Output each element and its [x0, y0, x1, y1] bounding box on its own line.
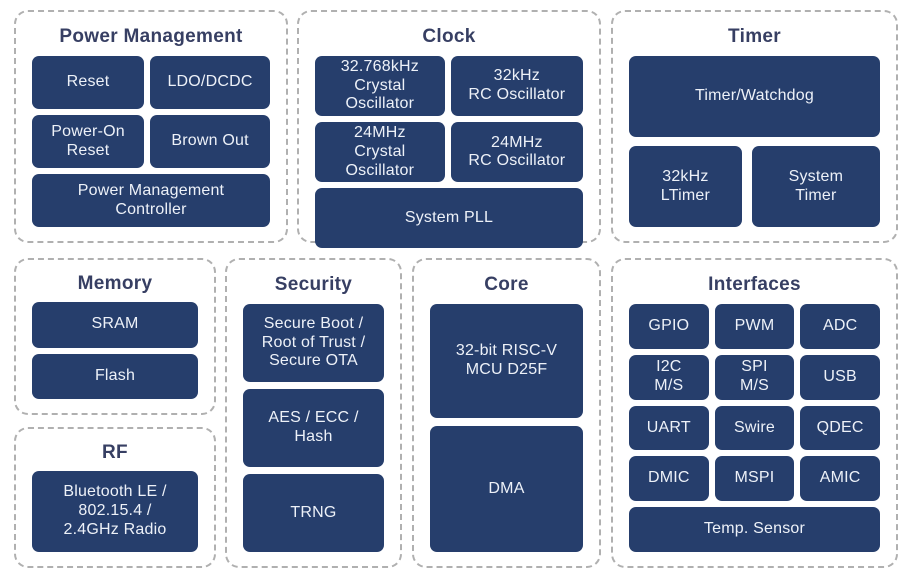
block-secure-boot: Secure Boot / Root of Trust / Secure OTA: [243, 304, 384, 382]
block-reset: Reset: [32, 56, 145, 109]
block-riscv-mcu: 32-bit RISC-V MCU D25F: [430, 304, 583, 418]
section-timer: Timer Timer/Watchdog 32kHz LTimer System…: [611, 10, 898, 243]
block-gpio: GPIO: [629, 304, 709, 349]
block-system-timer: System Timer: [751, 146, 880, 227]
block-flash: Flash: [32, 353, 198, 399]
rf-blocks: Bluetooth LE / 802.15.4 / 2.4GHz Radio: [16, 471, 214, 566]
timer-blocks: Timer/Watchdog 32kHz LTimer System Timer: [613, 56, 896, 241]
block-dmic: DMIC: [629, 456, 709, 502]
core-title: Core: [484, 274, 529, 295]
block-swire: Swire: [714, 405, 795, 451]
section-rf: RF Bluetooth LE / 802.15.4 / 2.4GHz Radi…: [14, 427, 216, 568]
block-power-management-controller: Power Management Controller: [32, 174, 270, 227]
core-blocks: 32-bit RISC-V MCU D25F DMA: [414, 304, 599, 566]
block-ldo-dcdc: LDO/DCDC: [150, 56, 270, 109]
clock-blocks: 32.768kHz Crystal Oscillator 32kHz RC Os…: [299, 56, 599, 262]
block-mspi: MSPI: [714, 456, 795, 502]
block-32768khz-crystal-oscillator: 32.768kHz Crystal Oscillator: [315, 56, 445, 117]
security-title: Security: [274, 274, 353, 295]
block-system-pll: System PLL: [315, 188, 583, 249]
section-security: Security Secure Boot / Root of Trust / S…: [225, 258, 402, 568]
section-clock: Clock 32.768kHz Crystal Oscillator 32kHz…: [297, 10, 601, 249]
power-management-blocks: Reset LDO/DCDC Power-On Reset Brown Out …: [16, 56, 286, 241]
block-24mhz-crystal-oscillator: 24MHz Crystal Oscillator: [315, 122, 445, 183]
block-power-on-reset: Power-On Reset: [32, 115, 145, 168]
memory-title: Memory: [77, 273, 153, 294]
section-power-management: Power Management Reset LDO/DCDC Power-On…: [14, 10, 288, 243]
security-blocks: Secure Boot / Root of Trust / Secure OTA…: [227, 304, 400, 566]
block-32khz-ltimer: 32kHz LTimer: [629, 146, 742, 227]
block-aes-ecc-hash: AES / ECC / Hash: [243, 389, 384, 467]
clock-title: Clock: [422, 26, 476, 47]
power-management-title: Power Management: [59, 26, 243, 47]
timer-title: Timer: [728, 26, 781, 47]
block-i2c-ms: I2C M/S: [629, 354, 709, 400]
memory-blocks: SRAM Flash: [16, 302, 214, 413]
section-core: Core 32-bit RISC-V MCU D25F DMA: [412, 258, 601, 568]
rf-title: RF: [102, 442, 128, 463]
block-brown-out: Brown Out: [150, 115, 270, 168]
block-amic: AMIC: [800, 456, 880, 502]
section-interfaces: Interfaces GPIO PWM ADC I2C M/S SPI M/S …: [611, 258, 898, 568]
block-bluetooth-radio: Bluetooth LE / 802.15.4 / 2.4GHz Radio: [32, 471, 198, 552]
section-memory: Memory SRAM Flash: [14, 258, 216, 415]
block-trng: TRNG: [243, 474, 384, 552]
interfaces-title: Interfaces: [708, 274, 801, 295]
block-spi-ms: SPI M/S: [714, 354, 795, 400]
block-pwm: PWM: [714, 304, 795, 349]
block-qdec: QDEC: [800, 405, 880, 451]
block-usb: USB: [800, 354, 880, 400]
block-24mhz-rc-oscillator: 24MHz RC Oscillator: [450, 122, 583, 183]
block-timer-watchdog: Timer/Watchdog: [629, 56, 880, 137]
block-32khz-rc-oscillator: 32kHz RC Oscillator: [450, 56, 583, 117]
block-uart: UART: [629, 405, 709, 451]
interfaces-blocks: GPIO PWM ADC I2C M/S SPI M/S USB UART Sw…: [613, 304, 896, 566]
block-dma: DMA: [430, 425, 583, 552]
block-temp-sensor: Temp. Sensor: [629, 507, 880, 552]
block-sram: SRAM: [32, 302, 198, 348]
block-adc: ADC: [800, 304, 880, 349]
